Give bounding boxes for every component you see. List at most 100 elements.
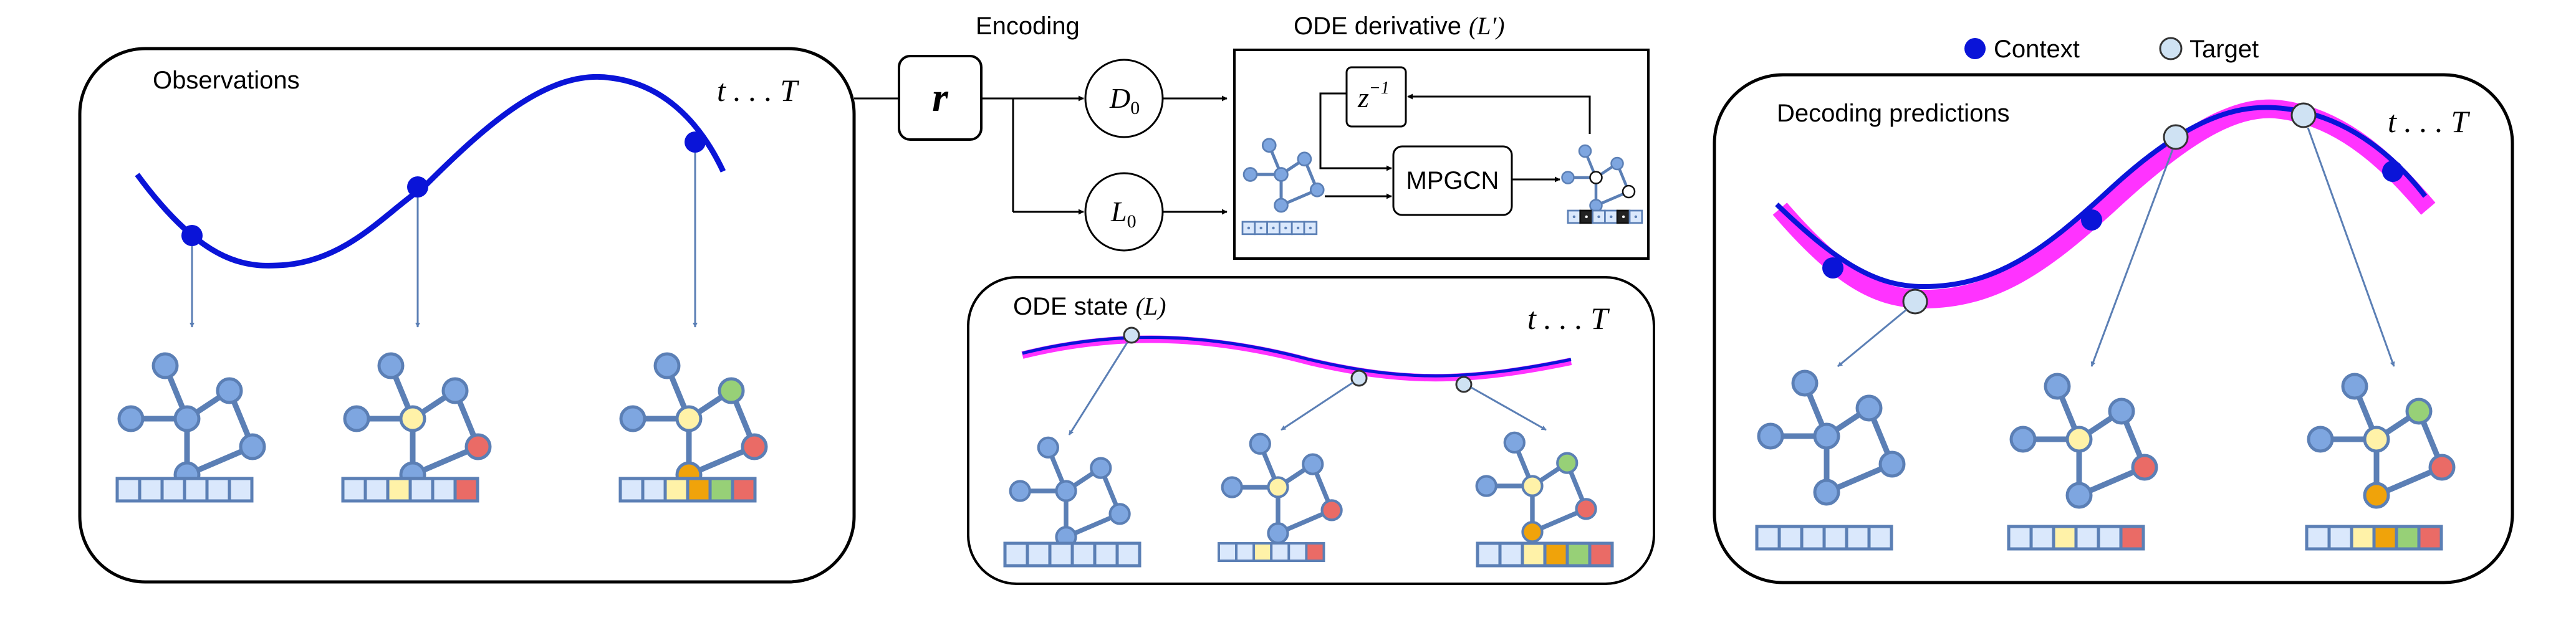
feature-cell (1565, 541, 1592, 568)
feature-cell (1305, 542, 1325, 563)
decode-arrow (2090, 149, 2174, 367)
graph-node (2428, 454, 2456, 481)
delay-symbol: z−1 (1357, 79, 1390, 113)
feature-cell (1476, 541, 1502, 568)
graph-snapshot (117, 352, 266, 488)
graph-node (2009, 426, 2037, 453)
graph-node (1267, 522, 1289, 545)
graph-node (1610, 156, 1624, 171)
feature-cell (2007, 525, 2033, 551)
feature-cell (1235, 542, 1256, 563)
feature-cell (2074, 525, 2100, 551)
feature-cell (1287, 542, 1308, 563)
target-point (1123, 326, 1140, 344)
graph-node (1274, 167, 1289, 182)
feature-cell (2097, 525, 2123, 551)
feature-cell (1048, 541, 1074, 568)
decode-arrow (1281, 381, 1353, 431)
feature-cell (431, 477, 457, 503)
graph-node (1475, 475, 1497, 497)
graph-node (1037, 436, 1059, 459)
feature-cell (2417, 525, 2443, 551)
graph-node (1503, 431, 1526, 454)
feature-cell (1270, 542, 1290, 563)
feature-cell (641, 477, 667, 503)
legend: Context Target (1964, 36, 2259, 63)
graph-node (117, 405, 145, 432)
feature-cell-dot (1597, 215, 1600, 219)
feature-cell-dot (1585, 215, 1588, 219)
prediction-band (1772, 99, 2436, 309)
feature-vector (618, 477, 757, 503)
graph-node (1009, 480, 1031, 502)
graph-node (718, 377, 745, 404)
graph-node (1090, 457, 1112, 479)
graph-node (399, 405, 426, 432)
graph-snapshot (2009, 373, 2158, 509)
feature-cell (160, 477, 186, 503)
graph-node (1578, 144, 1592, 158)
ode-state-title: ODE state(L) (1013, 292, 1166, 320)
graph-node (1575, 498, 1597, 520)
graph-node (1108, 503, 1131, 525)
graph-node (464, 433, 492, 460)
observations-title: Observations (153, 67, 300, 94)
context-point (2382, 161, 2403, 182)
decode-arrow (1471, 386, 1547, 431)
graph-node (1261, 138, 1277, 153)
feature-cell (1026, 541, 1052, 568)
feature-cell (138, 477, 164, 503)
ode-state-frame (967, 276, 1655, 585)
feature-vector (1218, 542, 1325, 563)
graph-node (2363, 426, 2390, 453)
feature-vector (1567, 209, 1643, 224)
graph-node (343, 405, 370, 432)
feature-cell (1867, 525, 1893, 551)
graph-node (1813, 478, 1840, 506)
graph-node (173, 405, 201, 432)
feature-vector (2007, 525, 2145, 551)
feature-cell-dot (1610, 215, 1613, 219)
context-point (1822, 257, 1843, 279)
feature-cell (183, 477, 209, 503)
graph-node (1302, 453, 1324, 475)
feature-cell-dot (1272, 226, 1275, 230)
feature-cell (1755, 525, 1781, 551)
feature-cell-dot (1309, 226, 1312, 230)
graph-node (2307, 426, 2334, 453)
feature-cell (2119, 525, 2145, 551)
feature-cell (1093, 541, 1119, 568)
feature-cell (2372, 525, 2398, 551)
delay-to-mpgcn-arrow (1319, 92, 1392, 171)
graph-node (2108, 398, 2135, 425)
feature-cell (363, 477, 390, 503)
feature-vector (1241, 221, 1318, 236)
graph-node (675, 405, 703, 432)
graph-node (2065, 482, 2093, 509)
decoding-frame (1713, 73, 2514, 584)
decoding-trajectory (1775, 105, 2428, 290)
graph-node (1221, 476, 1243, 498)
feature-cell (686, 477, 712, 503)
feature-vector (1476, 541, 1614, 568)
decode-arrow (1837, 308, 1907, 368)
target-point (1350, 369, 1368, 387)
feature-cell-dot (1259, 226, 1262, 230)
target-legend-marker (2159, 37, 2183, 60)
feature-cell (663, 477, 690, 503)
feature-cell (1252, 542, 1273, 563)
feature-cell (2305, 525, 2331, 551)
ode-state-band (1021, 335, 1572, 382)
feature-cell-dot (1572, 215, 1576, 219)
graph-node (1297, 151, 1312, 167)
graph-node (151, 352, 179, 379)
delay-box (1345, 66, 1407, 128)
feature-cell (708, 477, 734, 503)
feature-cell (1822, 525, 1848, 551)
graph-node (619, 405, 646, 432)
l0-symbol: L0 (1110, 196, 1137, 232)
graph-node (441, 377, 469, 404)
graph-node (1055, 480, 1077, 502)
graph-node (1267, 476, 1289, 498)
mpgcn-label: MPGCN (1406, 167, 1499, 194)
